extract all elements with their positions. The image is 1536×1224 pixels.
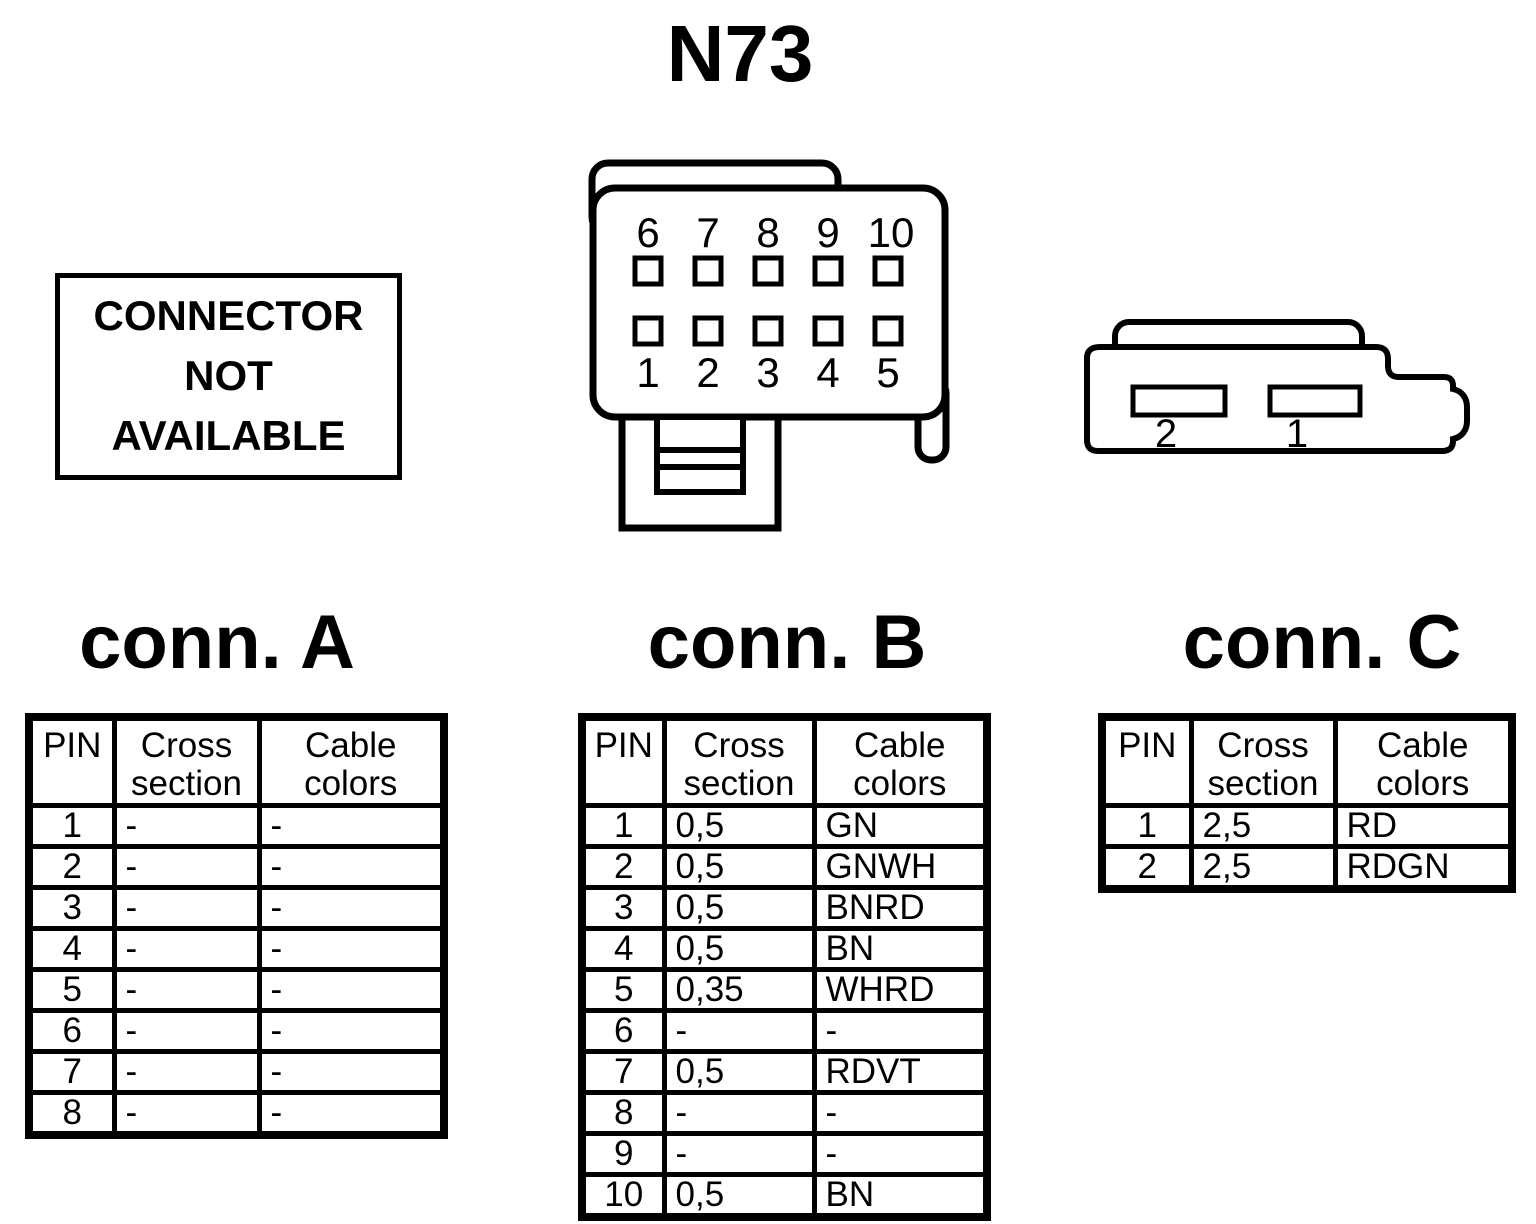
pin-slot-6 <box>632 255 664 287</box>
conn-a-heading: conn. A <box>79 600 355 685</box>
pin-slot-7 <box>692 255 724 287</box>
notice-line: NOT <box>184 352 273 399</box>
cross-section-header: Cross section <box>1188 714 1338 808</box>
pin-number: 7 <box>696 209 719 256</box>
pin-slot-1 <box>632 315 664 347</box>
pin-slot-9 <box>812 255 844 287</box>
pin-number: 9 <box>816 209 839 256</box>
pin-table-a: PIN Cross section Cable colors 1-- 2-- 3… <box>25 713 448 1139</box>
table-row: 4-- <box>26 926 447 972</box>
slot-number: 2 <box>1155 412 1177 456</box>
table-row: 6-- <box>579 1008 990 1054</box>
table-row: 2-- <box>26 844 447 890</box>
cable-colors-header: Cable colors <box>811 714 990 808</box>
pin-slot-5 <box>872 315 904 347</box>
page-title: N73 <box>666 9 814 98</box>
table-row: 8-- <box>579 1090 990 1136</box>
cross-section-header: Cross section <box>111 714 262 808</box>
pin-number: 8 <box>756 209 779 256</box>
table-row: 8-- <box>26 1090 447 1138</box>
pin-header: PIN <box>1099 714 1194 808</box>
table-row: 9-- <box>579 1131 990 1177</box>
pin-slot-3 <box>752 315 784 347</box>
pin-number: 3 <box>756 349 779 396</box>
pin-number: 6 <box>636 209 659 256</box>
pin-number: 4 <box>816 349 839 396</box>
cross-section-header: Cross section <box>661 714 817 808</box>
blade-slot-2 <box>1130 384 1228 418</box>
pin-header: PIN <box>579 714 667 808</box>
pin-slot-4 <box>812 315 844 347</box>
table-row: 6-- <box>26 1008 447 1054</box>
table-header-row: PIN Cross section Cable colors <box>1099 714 1515 808</box>
conn-c-heading: conn. C <box>1182 600 1462 685</box>
table-header-row: PIN Cross section Cable colors <box>579 714 990 808</box>
pin-number: 2 <box>696 349 719 396</box>
pin-slot-2 <box>692 315 724 347</box>
pin-header: PIN <box>26 714 117 808</box>
table-header-row: PIN Cross section Cable colors <box>26 714 447 808</box>
cable-colors-header: Cable colors <box>1332 714 1515 808</box>
connector-not-available-box: CONNECTOR NOT AVAILABLE <box>55 273 402 480</box>
notice-line: AVAILABLE <box>111 412 346 459</box>
table-row: 1-- <box>26 803 447 849</box>
pin-number: 5 <box>876 349 899 396</box>
blade-slot-1 <box>1267 384 1363 418</box>
pin-number: 1 <box>636 349 659 396</box>
connector-b-latch-inner <box>654 414 746 495</box>
connector-c-diagram: 2 1 <box>1084 319 1470 456</box>
slot-number: 1 <box>1286 412 1308 456</box>
connector-b-diagram: 6 7 8 9 10 1 2 3 4 5 <box>588 159 950 532</box>
notice-line: CONNECTOR <box>93 292 364 339</box>
pin-number: 10 <box>868 209 915 256</box>
pin-slot-10 <box>872 255 904 287</box>
pin-slot-8 <box>752 255 784 287</box>
conn-b-heading: conn. B <box>647 600 927 685</box>
cable-colors-header: Cable colors <box>256 714 447 808</box>
table-row: 7-- <box>26 1049 447 1095</box>
table-row: 5-- <box>26 967 447 1013</box>
table-row: 3-- <box>26 885 447 931</box>
